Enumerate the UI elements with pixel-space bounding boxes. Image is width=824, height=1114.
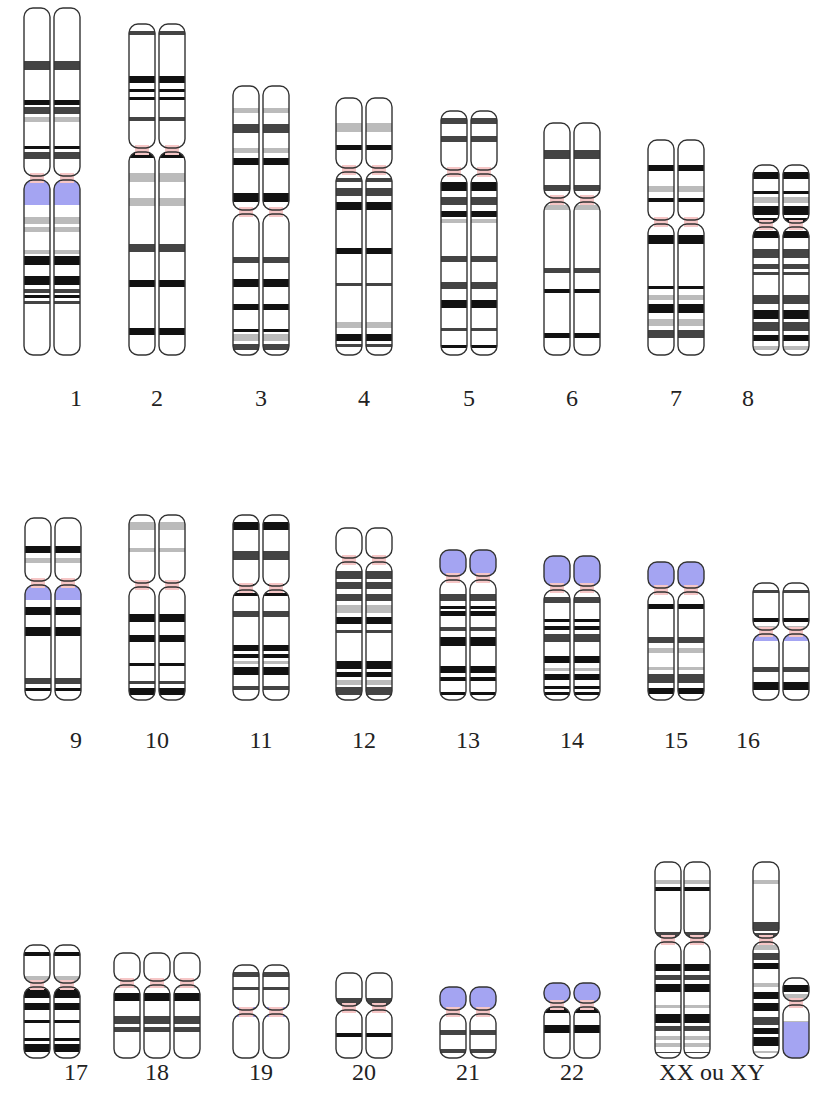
- chromosome: [684, 862, 710, 1058]
- chromosome-number: 8: [676, 384, 820, 412]
- chromosome-number: 21: [396, 1058, 540, 1086]
- chromosome: [574, 983, 600, 1058]
- chromosome: [753, 583, 779, 700]
- chromosome-number: 9: [4, 726, 148, 754]
- chromosome-number: 18: [85, 1058, 229, 1086]
- chromosome: [366, 528, 392, 700]
- chromosome-number: 15: [604, 726, 748, 754]
- chromosome: [678, 562, 704, 700]
- chromosome-number: 4: [292, 384, 436, 412]
- chromosome: [366, 973, 392, 1058]
- chromosome-number: 22: [500, 1058, 644, 1086]
- chromosome: [263, 965, 289, 1058]
- chromosome: [159, 515, 185, 700]
- chromosome-number: XX ou XY: [640, 1058, 784, 1086]
- chromosome: [544, 983, 570, 1058]
- chromosome: [233, 965, 259, 1058]
- chromosome: [55, 518, 81, 700]
- chromosome: [336, 98, 362, 355]
- chromosome: [159, 24, 185, 355]
- chromosome: [440, 550, 466, 700]
- chromosome: [470, 987, 496, 1058]
- chromosome: [441, 111, 467, 355]
- chromosome: [648, 562, 674, 700]
- chromosome-number: 1: [4, 384, 148, 412]
- chromosome: [678, 140, 704, 355]
- chromosome: [54, 945, 80, 1058]
- chromosome: [783, 583, 809, 700]
- chromosome: [233, 515, 259, 700]
- chromosome-number: 16: [676, 726, 820, 754]
- chromosome: [24, 945, 50, 1058]
- chromosome: [574, 556, 600, 700]
- chromosome: [544, 123, 570, 355]
- chromosome: [129, 515, 155, 700]
- chromosome: [263, 515, 289, 700]
- chromosome-number: 12: [292, 726, 436, 754]
- chromosome: [753, 862, 779, 1058]
- chromosome: [24, 8, 50, 355]
- chromosome-number: 11: [189, 726, 333, 754]
- chromosome: [544, 556, 570, 700]
- chromosome-number: 3: [189, 384, 333, 412]
- chromosome-number: 5: [397, 384, 541, 412]
- chromosome: [648, 140, 674, 355]
- chromosome-number: 14: [500, 726, 644, 754]
- chromosome: [655, 862, 681, 1058]
- chromosome: [470, 550, 496, 700]
- chromosome-number: 13: [396, 726, 540, 754]
- chromosome: [783, 165, 809, 355]
- chromosome: [174, 953, 200, 1058]
- chromosome: [336, 973, 362, 1058]
- chromosome: [783, 978, 809, 1058]
- chromosome: [233, 86, 259, 355]
- chromosome: [129, 24, 155, 355]
- chromosome-number: 2: [85, 384, 229, 412]
- chromosome: [263, 86, 289, 355]
- chromosome-number: 20: [292, 1058, 436, 1086]
- chromosome: [54, 8, 80, 355]
- chromosome: [753, 165, 779, 355]
- chromosome: [114, 953, 140, 1058]
- chromosome-number: 19: [189, 1058, 333, 1086]
- chromosome-number: 6: [500, 384, 644, 412]
- chromosome: [336, 528, 362, 700]
- chromosome: [574, 123, 600, 355]
- chromosome: [25, 518, 51, 700]
- chromosome: [471, 111, 497, 355]
- chromosome: [440, 987, 466, 1058]
- chromosome-number: 10: [85, 726, 229, 754]
- chromosome-number: 17: [4, 1058, 148, 1086]
- chromosome: [366, 98, 392, 355]
- chromosome: [144, 953, 170, 1058]
- chromosome-number: 7: [604, 384, 748, 412]
